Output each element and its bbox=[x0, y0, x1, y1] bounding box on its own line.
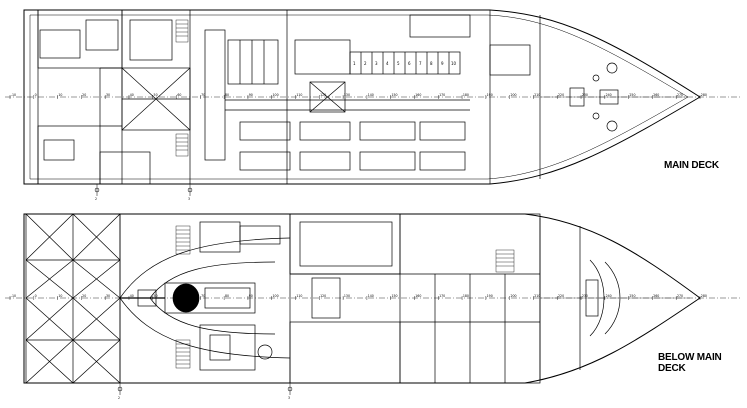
frame-label: 70 bbox=[201, 294, 205, 298]
frame-label: 260 bbox=[653, 294, 659, 298]
frame-label: 80 bbox=[225, 294, 229, 298]
frame-label: 250 bbox=[629, 294, 635, 298]
hold-number: 8 bbox=[430, 61, 433, 66]
frame-label: 150 bbox=[391, 93, 397, 97]
hold-number: 3 bbox=[375, 61, 378, 66]
frame-label: 120 bbox=[320, 93, 326, 97]
frame-label: 270 bbox=[677, 93, 683, 97]
hold-number: 1 bbox=[353, 61, 356, 66]
frame-label: 30 bbox=[106, 294, 110, 298]
frame-label: 160 bbox=[415, 93, 421, 97]
hold-number: 4 bbox=[386, 61, 389, 66]
frame-label: 30 bbox=[106, 93, 110, 97]
below-deck-section-markers bbox=[117, 383, 293, 395]
frame-label: 260 bbox=[653, 93, 659, 97]
main-deck-hold-numbers: 1 2 3 4 5 6 7 8 9 10 bbox=[353, 61, 457, 66]
frame-label: 200 bbox=[510, 294, 516, 298]
frame-label: 0 bbox=[35, 93, 37, 97]
frame-label: 40 bbox=[130, 93, 134, 97]
frame-label: 90 bbox=[249, 294, 253, 298]
hold-number: 6 bbox=[408, 61, 411, 66]
frame-label: 40 bbox=[130, 294, 134, 298]
frame-label: 280 bbox=[701, 294, 707, 298]
frame-label: -10 bbox=[11, 93, 16, 97]
frame-label: 60 bbox=[177, 294, 181, 298]
frame-label: 110 bbox=[296, 93, 302, 97]
hold-number: 2 bbox=[364, 61, 367, 66]
frame-label: 280 bbox=[701, 93, 707, 97]
frame-label: 10 bbox=[58, 294, 62, 298]
frame-label: 180 bbox=[463, 294, 469, 298]
frame-label: 180 bbox=[463, 93, 469, 97]
frame-label: 10 bbox=[58, 93, 62, 97]
frame-label: 80 bbox=[225, 93, 229, 97]
frame-label: 70 bbox=[201, 93, 205, 97]
frame-label: 230 bbox=[582, 294, 588, 298]
frame-label: 60 bbox=[177, 93, 181, 97]
frame-label: 110 bbox=[296, 294, 302, 298]
frame-label: 170 bbox=[439, 294, 445, 298]
section-mark: 3 bbox=[288, 396, 290, 400]
frame-label: 250 bbox=[629, 93, 635, 97]
frame-label: 130 bbox=[344, 294, 350, 298]
frame-label: 100 bbox=[273, 93, 279, 97]
section-mark: 3 bbox=[188, 197, 190, 201]
frame-label: 140 bbox=[368, 93, 374, 97]
frame-label: 0 bbox=[35, 294, 37, 298]
hold-number: 10 bbox=[451, 61, 457, 66]
frame-label: 190 bbox=[487, 294, 493, 298]
frame-label: 270 bbox=[677, 294, 683, 298]
frame-label: 200 bbox=[510, 93, 516, 97]
frame-label: 120 bbox=[320, 294, 326, 298]
main-deck-frame-scale: -10 0 10 20 30 40 50 60 70 80 90 100 110 120 130 140 150… bbox=[9, 93, 707, 99]
frame-label: 210 bbox=[534, 93, 540, 97]
frame-label: 220 bbox=[558, 93, 564, 97]
frame-label: 160 bbox=[415, 294, 421, 298]
below-main-deck-title: BELOW MAIN DECK bbox=[658, 352, 722, 374]
frame-label: 240 bbox=[606, 93, 612, 97]
hold-number: 5 bbox=[397, 61, 400, 66]
hold-number: 7 bbox=[419, 61, 422, 66]
main-deck-title: MAIN DECK bbox=[664, 160, 719, 171]
main-deck-plan bbox=[5, 9, 740, 185]
frame-label: -10 bbox=[11, 294, 16, 298]
frame-label: 100 bbox=[273, 294, 279, 298]
frame-label: 140 bbox=[368, 294, 374, 298]
below-deck-frame-scale: -10 0 10 20 30 40 50 60 70 80 90 100 110 120 130 140 150… bbox=[9, 294, 707, 300]
section-mark: 2 bbox=[118, 396, 120, 400]
frame-label: 20 bbox=[82, 294, 86, 298]
frame-label: 230 bbox=[582, 93, 588, 97]
frame-label: 130 bbox=[344, 93, 350, 97]
frame-label: 150 bbox=[391, 294, 397, 298]
below-main-deck-plan bbox=[5, 213, 740, 384]
frame-label: 170 bbox=[439, 93, 445, 97]
frame-label: 220 bbox=[558, 294, 564, 298]
hold-number: 9 bbox=[441, 61, 444, 66]
frame-label: 50 bbox=[154, 294, 158, 298]
frame-label: 50 bbox=[154, 93, 158, 97]
frame-label: 20 bbox=[82, 93, 86, 97]
frame-label: 210 bbox=[534, 294, 540, 298]
frame-label: 190 bbox=[487, 93, 493, 97]
frame-label: 90 bbox=[249, 93, 253, 97]
frame-label: 240 bbox=[606, 294, 612, 298]
section-mark: 2 bbox=[95, 197, 97, 201]
main-deck-section-markers bbox=[94, 184, 193, 196]
